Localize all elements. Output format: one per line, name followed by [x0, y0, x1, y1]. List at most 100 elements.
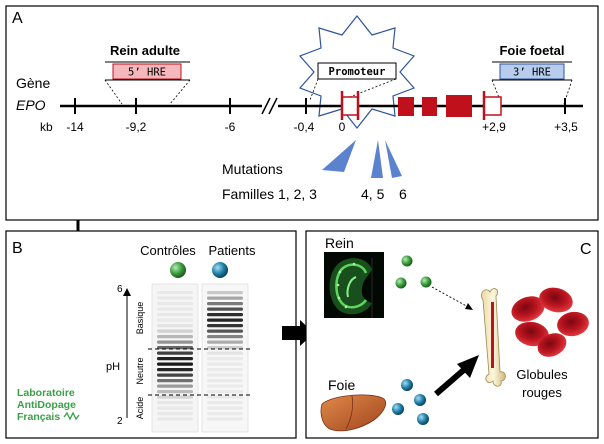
- panel-b-letter: B: [12, 240, 23, 257]
- mutation-arrow-families-4-5: [371, 140, 383, 178]
- patient-ball-icon: [212, 262, 228, 278]
- gel-band: [207, 318, 243, 322]
- gel-band: [157, 357, 193, 361]
- rein-label: Rein: [325, 235, 354, 251]
- gel-band: [157, 373, 193, 377]
- gel-band: [157, 395, 193, 399]
- gel-band: [157, 291, 193, 295]
- bone-icon: [481, 288, 506, 387]
- controles-label: Contrôles: [140, 243, 196, 258]
- gel-band: [207, 395, 243, 399]
- exon-1-utr: [341, 96, 359, 116]
- ph-bottom-value: 2: [117, 416, 123, 427]
- gel-band: [207, 307, 243, 311]
- hre3-zoom-line: [563, 79, 573, 105]
- gel-band: [207, 373, 243, 377]
- families-label: Familles 1, 2, 3: [222, 186, 317, 202]
- gel-band: [207, 351, 243, 355]
- gel-band: [157, 406, 193, 410]
- tick-label: -9,2: [126, 120, 147, 134]
- ph-axis-arrowhead: [123, 288, 131, 296]
- family-6-label: 6: [399, 186, 407, 202]
- panel-a-letter: A: [12, 10, 23, 27]
- gel-band: [207, 313, 243, 317]
- liver-icon: [320, 394, 387, 432]
- axis-break-1: [261, 97, 271, 115]
- lab-logo-line-3: Français: [17, 411, 60, 423]
- families-4-5-label: 4, 5: [361, 186, 385, 202]
- epo-patient-ball-icon: [417, 413, 429, 425]
- gel-band: [207, 412, 243, 416]
- epo-control-ball-icon: [401, 255, 413, 267]
- mutation-arrow-family-6: [385, 140, 402, 178]
- gel-band: [157, 329, 193, 333]
- gel-band: [207, 357, 243, 361]
- gel-band: [157, 296, 193, 300]
- gene-name: EPO: [16, 97, 46, 113]
- kidney-epo-arrowhead: [465, 303, 473, 310]
- rein-adulte-title: Rein adulte: [110, 43, 180, 58]
- kb-prefix: kb: [40, 120, 53, 134]
- tick-label: +2,9: [482, 120, 506, 134]
- epo-control-ball-icon: [395, 277, 407, 289]
- panel-b: B Contrôles Patients 6 2 pH Basique Neut…: [5, 230, 297, 439]
- hre5-zoom-line: [104, 79, 123, 105]
- exon-5-utr: [483, 96, 502, 116]
- exon-3: [422, 97, 437, 116]
- hre5-zoom-line: [169, 79, 191, 105]
- epo-control-ball-icon: [420, 276, 432, 288]
- control-bands: [157, 291, 193, 421]
- gel-band: [157, 362, 193, 366]
- gel-band: [207, 296, 243, 300]
- gel-band: [207, 401, 243, 405]
- globules-label-line-2: rouges: [522, 385, 562, 400]
- gel-band: [207, 324, 243, 328]
- globules-label-line-1: Globules: [516, 367, 568, 382]
- gel-band: [207, 390, 243, 394]
- ph-axis-label: pH: [106, 361, 120, 373]
- tick-label: -14: [66, 120, 84, 134]
- gel-band: [157, 335, 193, 339]
- ph-top-value: 6: [117, 284, 123, 295]
- panel-c: C Rein Foie: [305, 230, 599, 439]
- gel-band: [207, 362, 243, 366]
- gel-band: [157, 324, 193, 328]
- mutation-arrow-families-1-2-3: [322, 140, 356, 172]
- gel-band: [207, 346, 243, 350]
- epo-patient-ball-icon: [392, 403, 404, 415]
- gene-label: Gène: [16, 75, 50, 91]
- foie-foetal-title: Foie foetal: [499, 43, 564, 58]
- axis-break-2: [268, 97, 278, 115]
- gel-band: [207, 406, 243, 410]
- epo-patient-ball-icon: [414, 394, 426, 406]
- exon-4: [446, 95, 472, 117]
- gel-band: [157, 313, 193, 317]
- gel-band: [157, 346, 193, 350]
- gel-band: [157, 417, 193, 421]
- gel-band: [207, 384, 243, 388]
- tick-label: -0,4: [294, 120, 315, 134]
- exon-2: [398, 97, 414, 116]
- lab-logo-line-2: AntiDopage: [17, 399, 76, 411]
- gel-band: [157, 368, 193, 372]
- gel-band: [207, 379, 243, 383]
- gel-band: [157, 307, 193, 311]
- hre3-label: 3’ HRE: [513, 67, 551, 79]
- foie-label: Foie: [328, 377, 355, 393]
- panel-c-letter: C: [580, 241, 592, 258]
- zone-acide: Acide: [135, 397, 145, 420]
- kidney-epo-arrow: [431, 286, 471, 309]
- gel-band: [157, 384, 193, 388]
- gel-band: [157, 379, 193, 383]
- control-ball-icon: [170, 262, 186, 278]
- kidney-image: [324, 252, 384, 318]
- mutations-label: Mutations: [222, 161, 283, 177]
- gel-band: [157, 351, 193, 355]
- gel-band: [157, 340, 193, 344]
- lab-logo: Laboratoire AntiDopage Français: [17, 387, 80, 423]
- gel-band: [207, 335, 243, 339]
- hre5-box: [112, 63, 182, 80]
- gel-band: [157, 390, 193, 394]
- lab-logo-wave-icon: [63, 411, 80, 421]
